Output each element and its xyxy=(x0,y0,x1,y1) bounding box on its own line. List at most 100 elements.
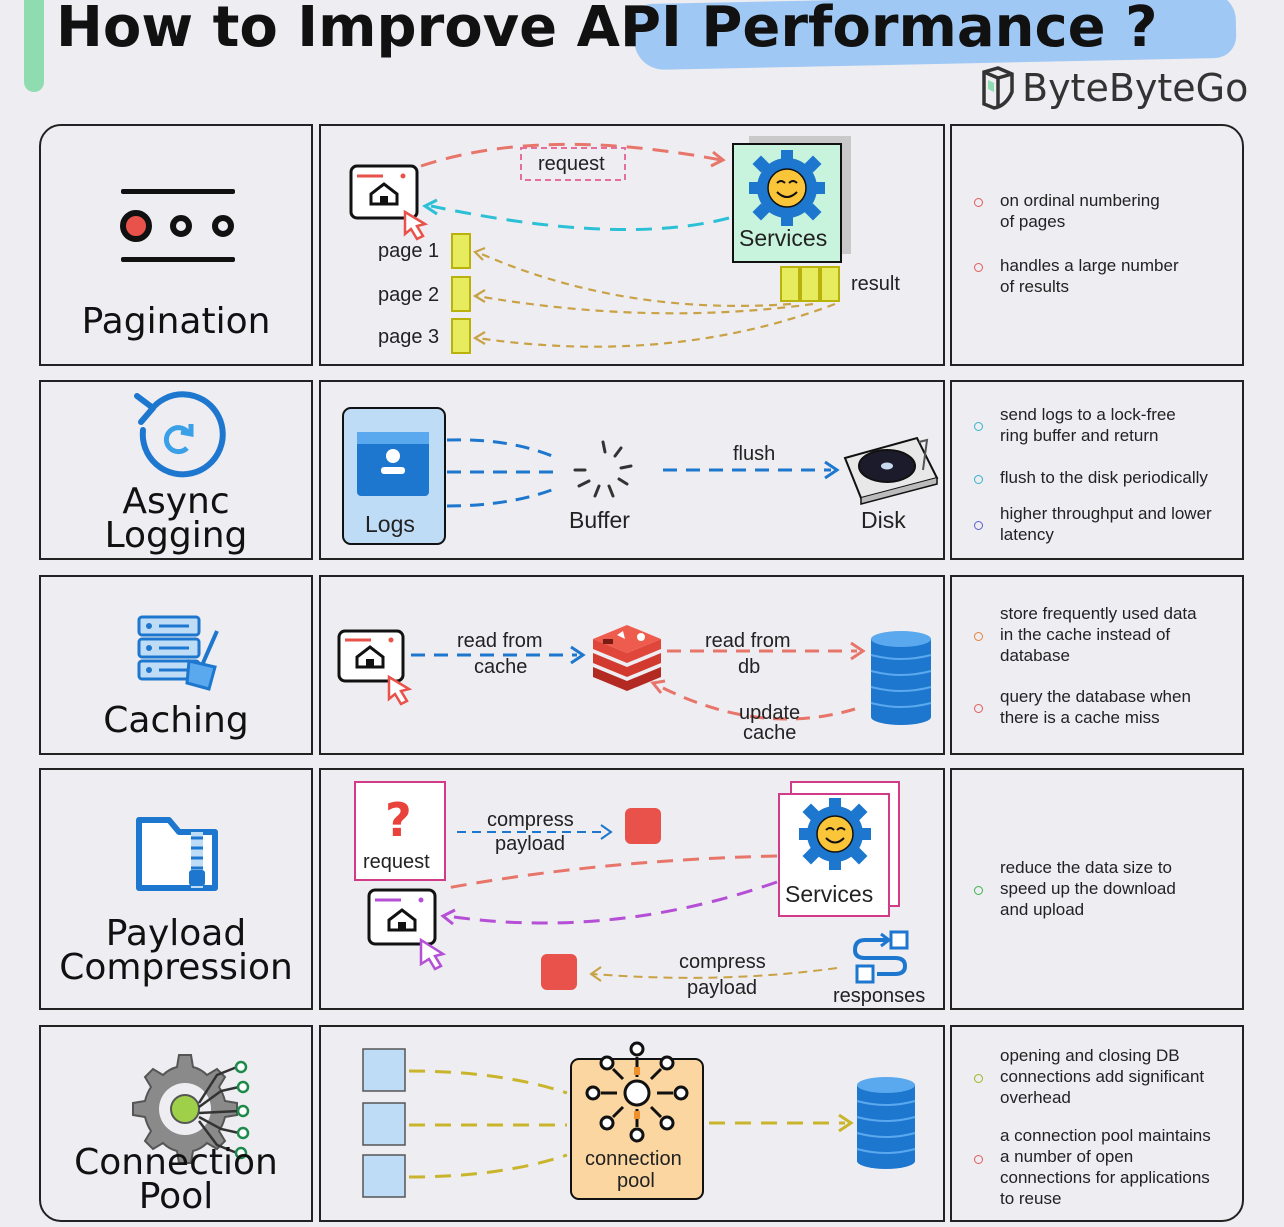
services-label: Services xyxy=(785,881,873,907)
result-pages xyxy=(780,266,840,302)
browser-icon xyxy=(337,629,413,706)
caching-point-1: store frequently used data in the cache … xyxy=(972,603,1232,666)
payload-title-cell: Payload Compression xyxy=(39,768,313,1010)
title-block: How to Improve API Performance ? xyxy=(56,0,1237,72)
services-box: Services xyxy=(778,781,900,917)
buffer-spinner xyxy=(573,440,633,498)
pagination-point-2-text: handles a large number of results xyxy=(1000,256,1179,296)
read-from-cache-line2: cache xyxy=(474,656,527,678)
pagination-point-1: on ordinal numbering of pages xyxy=(972,190,1232,232)
async-point-1: send logs to a lock-free ring buffer and… xyxy=(972,404,1232,446)
payload-label-line1: Payload xyxy=(105,913,247,954)
brand-name: ByteByteGo xyxy=(1022,66,1249,110)
async-point-3-text: higher throughput and lower latency xyxy=(1000,504,1212,544)
async-label-line2: Logging xyxy=(104,515,248,556)
connection-pool-box: connection pool xyxy=(570,1041,704,1200)
flush-label: flush xyxy=(733,443,775,465)
pagination-title-cell: Pagination xyxy=(39,124,313,366)
zip-folder-icon xyxy=(136,817,218,891)
update-cache-line1: update xyxy=(739,702,800,724)
caching-title-cell: Caching xyxy=(39,575,313,755)
redis-cache-icon xyxy=(593,625,661,691)
bullet-dot xyxy=(974,263,983,272)
compressed-payload-block-1 xyxy=(625,808,661,844)
pagination-icon xyxy=(120,189,235,262)
page-1-block xyxy=(451,233,471,269)
async-point-3: higher throughput and lower latency xyxy=(972,503,1232,545)
pagination-diagram: request Services resul xyxy=(319,124,945,366)
bullet-dot xyxy=(974,422,983,431)
connection-gear-icon xyxy=(132,1054,250,1164)
read-from-db-line1: read from xyxy=(705,630,791,652)
bullet-dot xyxy=(974,475,983,484)
caching-label: Caching xyxy=(103,700,249,741)
pagination-point-1-text: on ordinal numbering of pages xyxy=(1000,191,1160,231)
question-mark-icon: ? xyxy=(385,793,412,847)
async-point-2-text: flush to the disk periodically xyxy=(1000,468,1208,487)
payload-points: reduce the data size to speed up the dow… xyxy=(950,768,1244,1010)
disk-label: Disk xyxy=(861,507,906,533)
browser-icon xyxy=(349,164,429,241)
pagination-label: Pagination xyxy=(81,301,271,342)
caching-points: store frequently used data in the cache … xyxy=(950,575,1244,755)
bullet-dot xyxy=(974,704,983,713)
title-part-3: ? xyxy=(1105,0,1158,60)
page-2-label: page 2 xyxy=(378,284,439,306)
services-box: Services xyxy=(732,136,851,263)
database-icon xyxy=(856,1077,916,1169)
pool-point-1: opening and closing DB connections add s… xyxy=(972,1045,1232,1108)
title-accent-bar xyxy=(24,0,44,92)
pool-point-1-text: opening and closing DB connections add s… xyxy=(1000,1046,1205,1107)
compress-payload-2-line1: compress xyxy=(679,951,766,973)
connection-pool-line2: pool xyxy=(617,1170,655,1192)
buffer-label: Buffer xyxy=(569,507,630,533)
caching-point-1-text: store frequently used data in the cache … xyxy=(1000,604,1197,665)
pool-point-2: a connection pool maintains a number of … xyxy=(972,1125,1232,1209)
request-box: ? request xyxy=(354,781,446,881)
pagination-points: on ordinal numbering of pages handles a … xyxy=(950,124,1244,366)
services-label: Services xyxy=(739,225,827,251)
client-block-2 xyxy=(362,1102,406,1146)
connection-pool-label-line2: Pool xyxy=(138,1176,214,1217)
compress-payload-2-line2: payload xyxy=(687,977,757,999)
request-label: request xyxy=(538,153,605,175)
brand-logo: ByteByteGo xyxy=(980,62,1248,114)
page-3-block xyxy=(451,318,471,354)
compressed-payload-block-2 xyxy=(541,954,577,990)
bullet-dot xyxy=(974,1074,983,1083)
client-block-3 xyxy=(362,1154,406,1198)
update-cache-line2: cache xyxy=(743,722,796,744)
client-block-1 xyxy=(362,1048,406,1092)
payload-point-1: reduce the data size to speed up the dow… xyxy=(972,857,1232,920)
connection-pool-label-line1: Connection xyxy=(74,1142,278,1183)
compress-payload-1-line1: compress xyxy=(487,809,574,831)
brand-icon xyxy=(982,66,1014,110)
bullet-dot xyxy=(974,886,983,895)
disk-turntable-icon: Disk xyxy=(843,436,939,533)
logs-box: Logs xyxy=(342,407,446,545)
database-icon xyxy=(870,631,932,725)
caching-point-2-text: query the database when there is a cache… xyxy=(1000,687,1191,727)
async-point-2: flush to the disk periodically xyxy=(972,467,1232,488)
async-logging-diagram: Logs Buffer flush Disk xyxy=(319,380,945,560)
result-label: result xyxy=(851,273,900,295)
async-logging-points: send logs to a lock-free ring buffer and… xyxy=(950,380,1244,560)
connection-pool-line1: connection xyxy=(585,1148,682,1170)
async-label-line1: Async xyxy=(122,481,230,522)
pool-point-2-text: a connection pool maintains a number of … xyxy=(1000,1126,1211,1208)
logs-label: Logs xyxy=(365,511,415,537)
payload-diagram: ? request compress payload Services xyxy=(319,768,945,1010)
payload-label-line2: Compression xyxy=(59,947,293,988)
caching-diagram: read from cache read from db update cach… xyxy=(319,575,945,755)
page-3-label: page 3 xyxy=(378,326,439,348)
connection-pool-diagram: connection pool xyxy=(319,1025,945,1222)
connection-pool-points: opening and closing DB connections add s… xyxy=(950,1025,1244,1222)
page-2-block xyxy=(451,276,471,312)
title-part-2: API Performance xyxy=(576,0,1106,60)
pagination-point-2: handles a large number of results xyxy=(972,255,1232,297)
async-logging-title-cell: Async Logging xyxy=(39,380,313,560)
connection-pool-title-cell: Connection Pool xyxy=(39,1025,313,1222)
payload-point-1-text: reduce the data size to speed up the dow… xyxy=(1000,858,1176,919)
bullet-dot xyxy=(974,198,983,207)
responses-icon xyxy=(852,930,909,984)
